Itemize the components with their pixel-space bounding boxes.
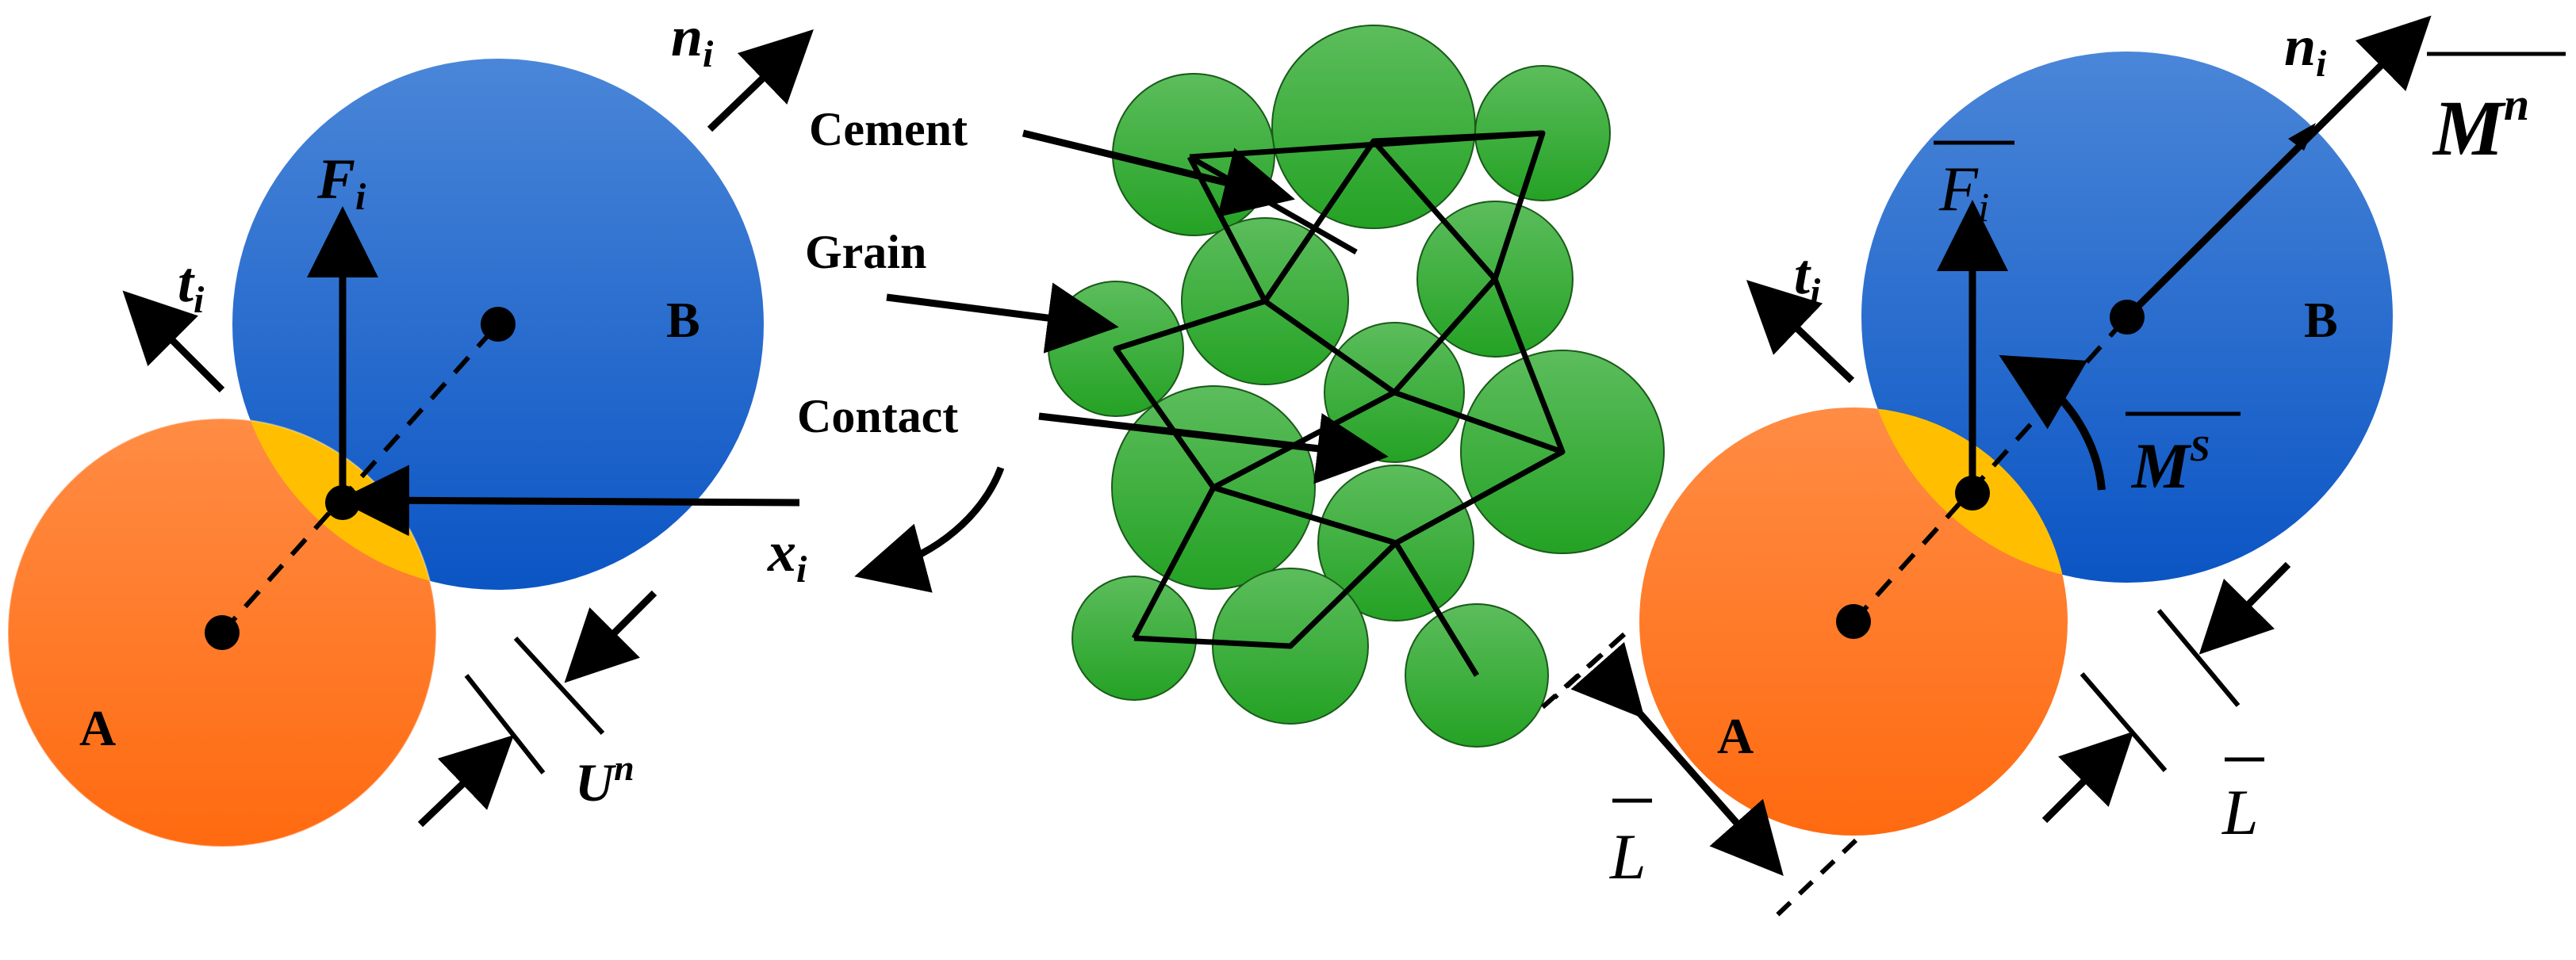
grain-label: Grain bbox=[805, 226, 926, 278]
right-label-force: Fi bbox=[1938, 155, 1989, 231]
right-label-l-left: L bbox=[1609, 820, 1646, 893]
right-panel: B A Fi ni Mn ti MS L L bbox=[1552, 14, 2566, 918]
right-label-a: A bbox=[1717, 708, 1754, 764]
right-label-b: B bbox=[2304, 292, 2338, 348]
right-label-tangent: ti bbox=[1794, 243, 1821, 313]
left-label-force: Fi bbox=[316, 147, 366, 218]
right-label-l-right: L bbox=[2221, 776, 2259, 848]
left-tangent-arrow bbox=[122, 290, 225, 393]
grain-pointer-arrow bbox=[886, 282, 1119, 354]
network-edge bbox=[1113, 130, 1566, 640]
cement-label: Cement bbox=[809, 103, 968, 155]
left-overlap-arrow-2 bbox=[564, 590, 657, 683]
right-label-moment-n: Mn bbox=[2432, 78, 2529, 172]
network-edge bbox=[1371, 139, 1566, 453]
left-overlap-arrow-1 bbox=[417, 735, 515, 828]
left-center-a bbox=[205, 615, 240, 650]
middle-panel: Cement Grain Contact bbox=[797, 25, 1665, 748]
left-label-overlap: Un bbox=[575, 748, 634, 813]
left-overlap-tick-2 bbox=[513, 636, 605, 736]
right-label-normal: ni bbox=[2284, 14, 2327, 85]
right-tangent-arrow bbox=[1746, 280, 1855, 384]
left-overlap-tick-1 bbox=[464, 674, 546, 775]
left-label-tangent: ti bbox=[178, 251, 205, 321]
right-normal-arrowhead-2 bbox=[2288, 123, 2316, 151]
left-label-a: A bbox=[79, 700, 116, 756]
left-label-normal: ni bbox=[671, 5, 714, 75]
left-normal-arrow bbox=[707, 29, 814, 132]
cement-pointer-arrow bbox=[1022, 129, 1295, 217]
network-edge bbox=[1212, 484, 1397, 546]
right-moment-s-arrow bbox=[1999, 354, 2106, 491]
right-l-double-arrow bbox=[1570, 641, 1784, 876]
network-edge bbox=[1393, 541, 1479, 677]
left-axis-arrow bbox=[338, 465, 800, 537]
right-l-tick-2 bbox=[2156, 609, 2241, 707]
right-l-arrow-1 bbox=[2041, 731, 2134, 824]
right-extent-line-top bbox=[1552, 632, 1627, 700]
contact-label: Contact bbox=[797, 390, 958, 442]
grain bbox=[1271, 25, 1476, 229]
left-panel: B A Fi ni ti xi Un bbox=[7, 5, 1005, 847]
left-axis-curve-arrow bbox=[854, 466, 1005, 593]
right-label-moment-s: MS bbox=[2130, 428, 2210, 502]
left-label-axis: xi bbox=[767, 520, 807, 591]
right-extent-line-bottom bbox=[1774, 838, 1858, 918]
left-center-b bbox=[481, 307, 516, 342]
network-edge bbox=[1133, 541, 1398, 649]
right-l-arrow-2 bbox=[2198, 561, 2291, 655]
left-label-b: B bbox=[666, 292, 700, 348]
contact-pointer-arrow bbox=[1038, 412, 1389, 484]
left-sphere-a-outline bbox=[7, 418, 437, 847]
right-center-a bbox=[1836, 604, 1871, 639]
right-normal-arrow bbox=[2124, 15, 2432, 320]
right-l-tick-1 bbox=[2080, 672, 2168, 772]
